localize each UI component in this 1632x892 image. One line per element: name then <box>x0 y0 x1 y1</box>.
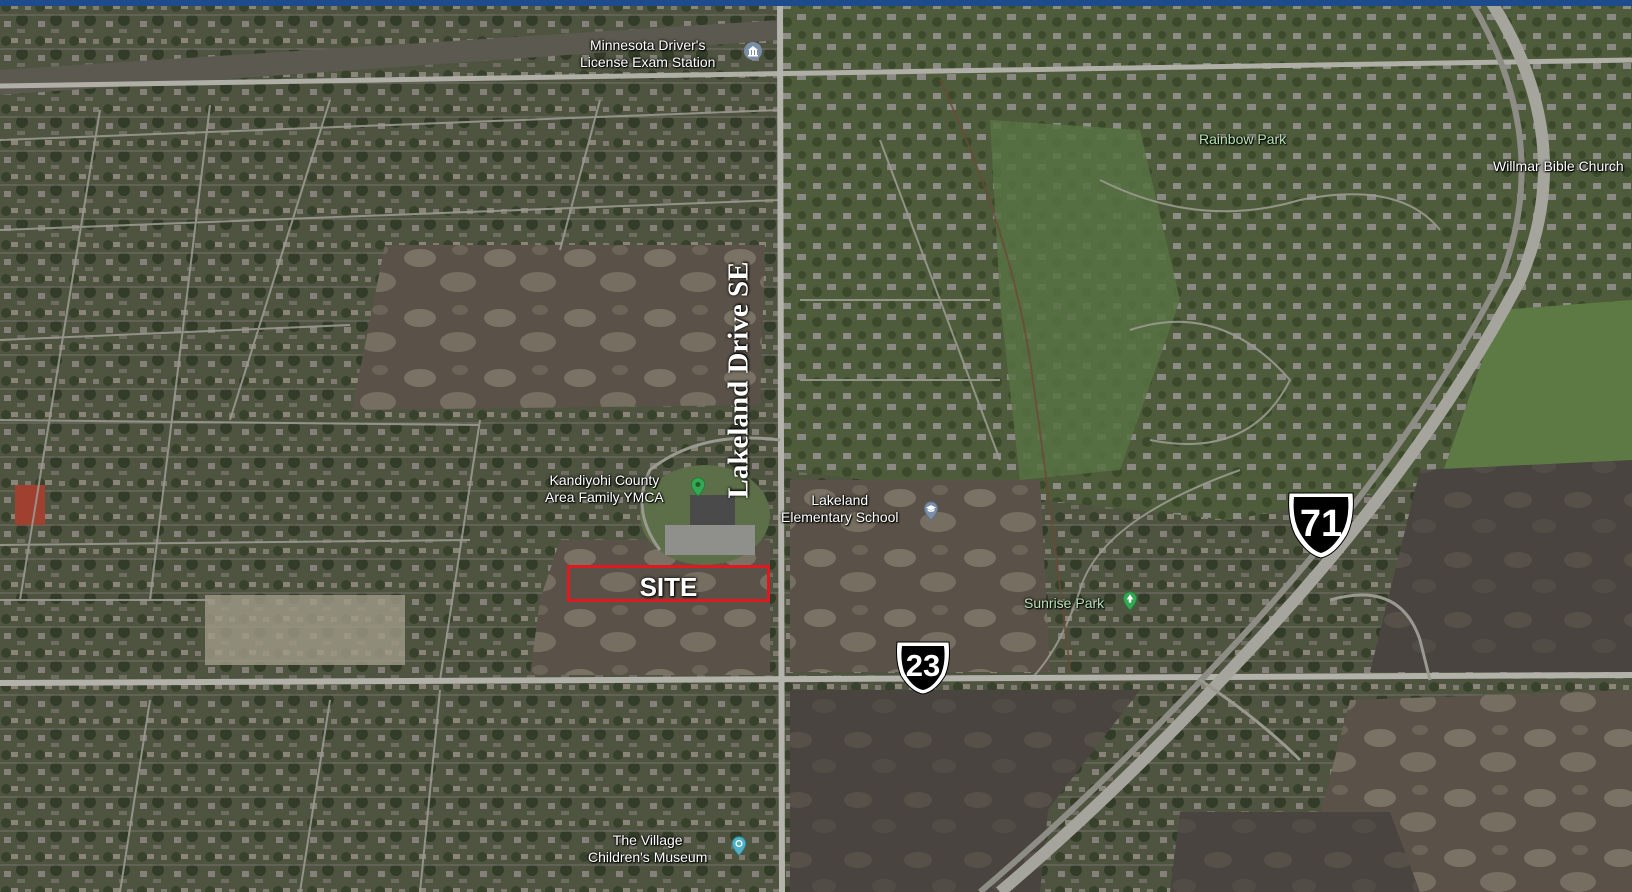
place-label-line: Area Family YMCA <box>545 489 664 505</box>
school-icon[interactable] <box>921 501 941 521</box>
place-label-line: Rainbow Park <box>1199 131 1287 147</box>
place-label-sunrise-park[interactable]: Sunrise Park <box>1024 595 1104 612</box>
place-label-lakeland-elementary[interactable]: Lakeland Elementary School <box>781 492 899 526</box>
place-label-dmv[interactable]: Minnesota Driver's License Exam Station <box>580 37 715 71</box>
place-label-line: License Exam Station <box>580 54 716 70</box>
road-label-lakeland-drive: Lakeland Drive SE <box>712 250 766 510</box>
place-label-line: Children's Museum <box>588 849 708 865</box>
place-label-ymca[interactable]: Kandiyohi County Area Family YMCA <box>545 472 664 506</box>
site-label: SITE <box>639 572 698 602</box>
place-label-willmar-bible-church[interactable]: Willmar Bible Church <box>1493 158 1624 175</box>
park-tree-icon[interactable] <box>1120 591 1140 611</box>
place-label-childrens-museum[interactable]: The Village Children's Museum <box>588 832 707 866</box>
place-label-rainbow-park[interactable]: Rainbow Park <box>1199 131 1286 148</box>
government-building-icon[interactable] <box>743 41 763 61</box>
museum-icon[interactable] <box>729 836 749 856</box>
place-label-line: Minnesota Driver's <box>589 37 706 53</box>
site-boundary[interactable]: SITE <box>567 565 770 602</box>
us-route-shield-icon: 23 <box>893 640 953 696</box>
place-label-line: Lakeland <box>811 492 869 508</box>
place-label-line: Elementary School <box>781 509 899 525</box>
route-number-71: 71 <box>1299 503 1343 545</box>
place-label-line: Willmar Bible Church <box>1493 158 1624 174</box>
us-route-shield-icon: 71 <box>1285 491 1357 561</box>
map-pin-icon[interactable] <box>688 477 708 497</box>
place-label-line: Sunrise Park <box>1024 595 1105 611</box>
place-label-line: Kandiyohi County <box>549 472 660 488</box>
road-label-text: Lakeland Drive SE <box>722 261 755 499</box>
route-number-23: 23 <box>905 648 941 683</box>
place-label-line: The Village <box>612 832 683 848</box>
